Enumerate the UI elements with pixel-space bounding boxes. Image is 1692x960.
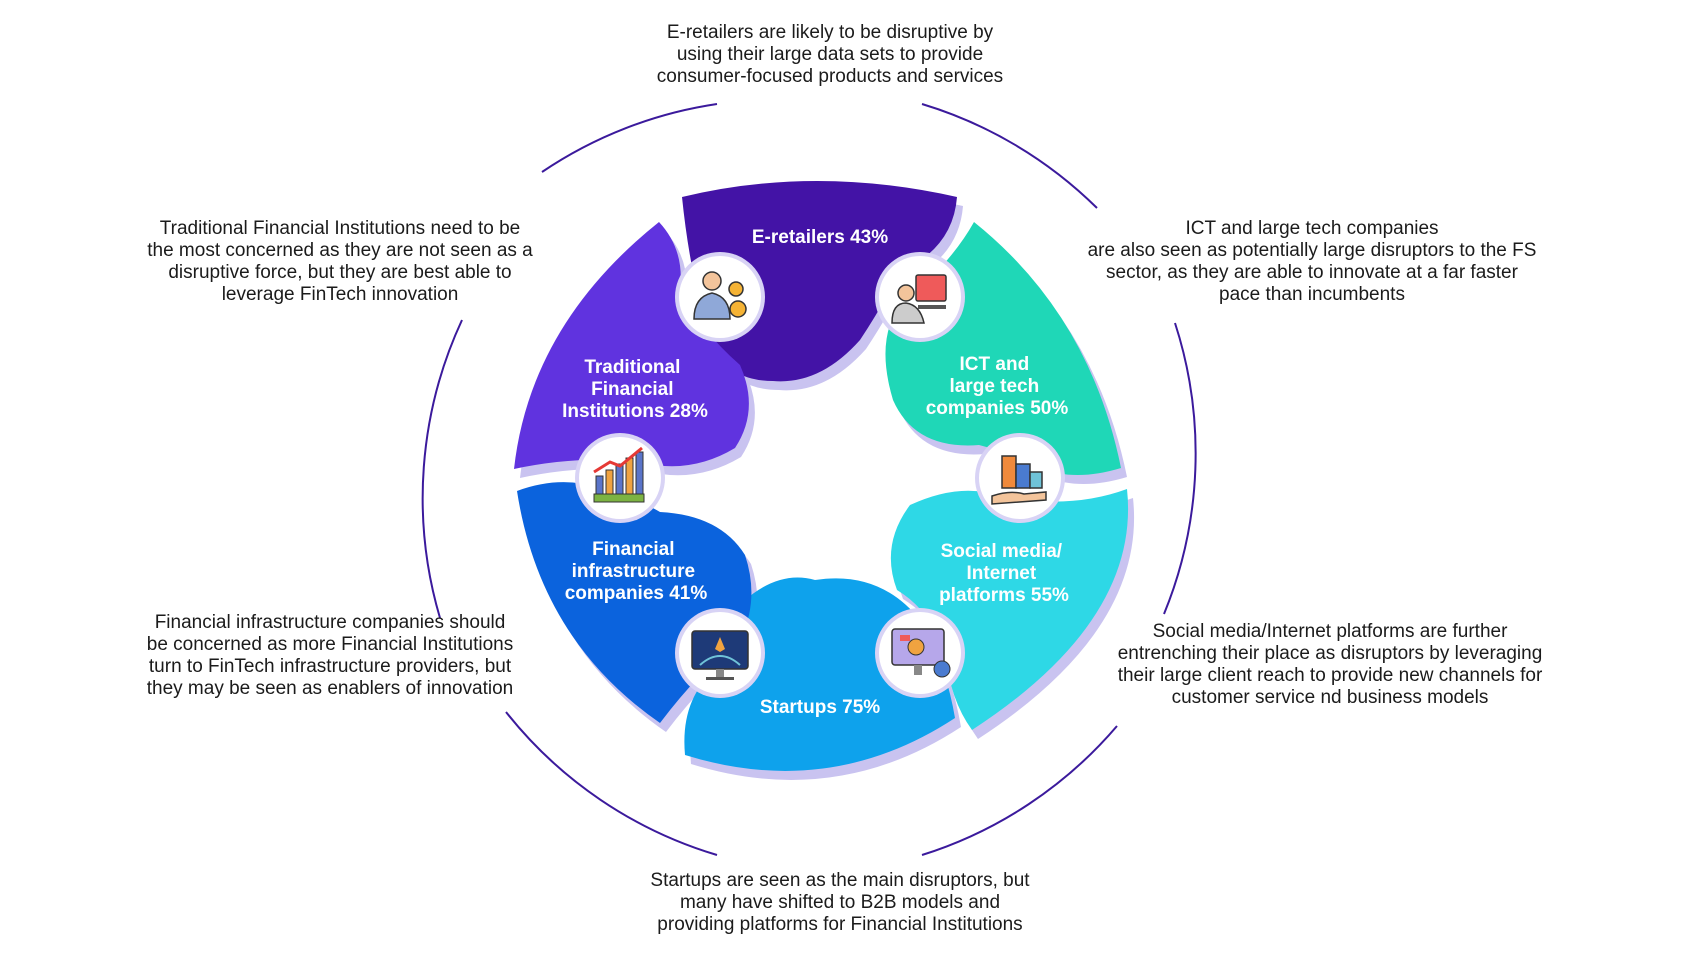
note-bottom-right-line: customer service nd business models (1171, 687, 1489, 708)
note-bottom-left-line: they may be seen as enablers of innovati… (146, 678, 514, 699)
ring-arc-top-right (921, 103, 1098, 209)
rocket-monitor-icon (675, 608, 765, 698)
note-top-right-line: are also seen as potentially large disru… (1087, 240, 1537, 261)
note-top-right: ICT and large tech companies are also se… (1062, 218, 1562, 306)
label-startups: Startups 75% (760, 697, 880, 718)
note-top-line: consumer-focused products and services (656, 66, 1004, 87)
icon-badges (575, 252, 1065, 698)
note-top-line: using their large data sets to provide (676, 44, 984, 65)
note-top-left-line: Traditional Financial Institutions need … (159, 218, 521, 239)
note-top-right-line: sector, as they are able to innovate at … (1106, 262, 1518, 283)
ecommerce-laptop-icon (875, 608, 965, 698)
note-top-left-line: leverage FinTech innovation (221, 284, 459, 305)
banker-gears-icon (675, 252, 765, 342)
label-eretailers: E-retailers 43% (752, 227, 888, 248)
note-bottom-left: Financial infrastructure companies shoul… (110, 612, 550, 700)
petal-traditional (514, 222, 749, 469)
note-bottom-left-line: turn to FinTech infrastructure providers… (148, 656, 512, 677)
note-bottom-right-line: Social media/Internet platforms are furt… (1152, 621, 1508, 642)
note-bottom: Startups are seen as the main disruptors… (615, 870, 1065, 936)
ring-arc-bottom-right (921, 725, 1118, 856)
note-top-left-line: disruptive force, but they are best able… (168, 262, 512, 283)
city-buildings-hand-icon (975, 433, 1065, 523)
label-traditional: Traditional Financial Institutions 28% (562, 357, 708, 422)
outer-ring (421, 103, 1197, 856)
ring-arc-top (541, 103, 718, 173)
note-top-line: E-retailers are likely to be disruptive … (666, 22, 994, 43)
note-bottom-right: Social media/Internet platforms are furt… (1085, 621, 1575, 709)
note-bottom-line: Startups are seen as the main disruptors… (650, 870, 1030, 891)
note-bottom-right-line: entrenching their place as disruptors by… (1117, 643, 1543, 664)
petals (514, 181, 1129, 771)
growth-chart-coins-icon (575, 433, 665, 523)
worker-computer-icon (875, 252, 965, 342)
ring-arc-left (421, 319, 463, 619)
note-top-right-line: pace than incumbents (1219, 284, 1405, 305)
note-top: E-retailers are likely to be disruptive … (605, 22, 1055, 88)
ring-arc-bottom (505, 711, 718, 856)
note-bottom-left-line: Financial infrastructure companies shoul… (154, 612, 506, 633)
note-top-left-line: the most concerned as they are not seen … (147, 240, 533, 261)
petal-eretailers (682, 181, 957, 382)
label-ict: ICT and large tech companies 50% (926, 354, 1069, 419)
note-bottom-line: many have shifted to B2B models and (679, 892, 1001, 913)
note-top-left: Traditional Financial Institutions need … (115, 218, 565, 306)
note-bottom-line: providing platforms for Financial Instit… (657, 914, 1023, 935)
ring-arc-right (1163, 322, 1197, 615)
label-social: Social media/ Internet platforms 55% (939, 541, 1069, 606)
note-bottom-right-line: their large client reach to provide new … (1117, 665, 1543, 686)
label-infra: Financial infrastructure companies 41% (565, 539, 708, 604)
note-top-right-line: ICT and large tech companies (1185, 218, 1439, 239)
note-bottom-left-line: be concerned as more Financial Instituti… (146, 634, 514, 655)
